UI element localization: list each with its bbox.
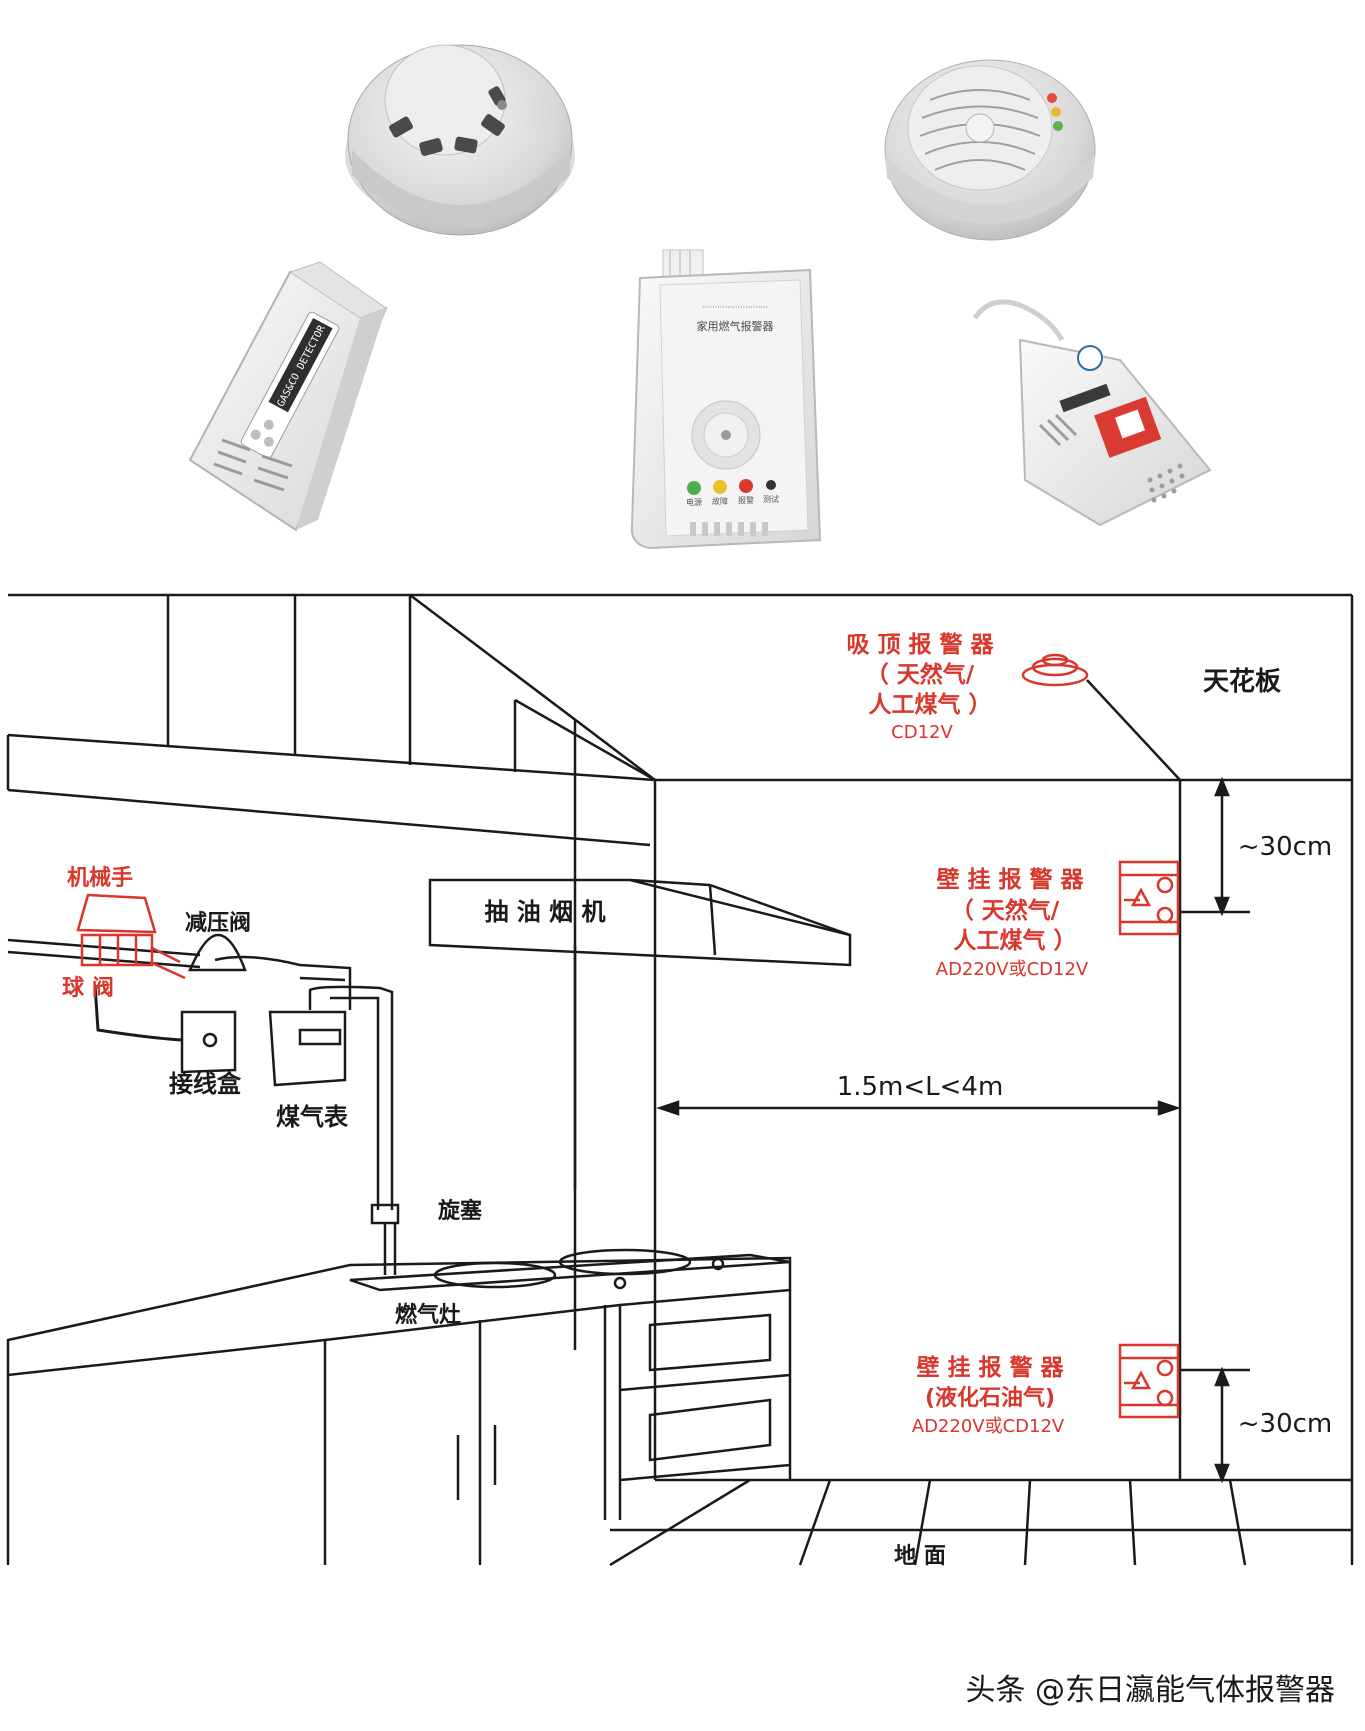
button-label-alarm: 报警 (738, 495, 754, 505)
gas-meter-label: 煤气表 (276, 1103, 349, 1131)
wall-alarm-lower-power: AD220V或CD12V (912, 1416, 1065, 1437)
round-smoke-detector-icon (345, 44, 575, 236)
ceiling-alarm-gas-line2: 人工煤气 ） (868, 691, 991, 718)
manipulator-label: 机械手 (67, 866, 133, 891)
ceiling-alarm-gas-line1: （ 天然气/ (866, 661, 975, 688)
svg-text:··························: ·························· (702, 303, 768, 312)
pressure-valve-label: 减压阀 (185, 910, 251, 936)
power-led-icon (687, 481, 701, 495)
ceiling-alarm-leader (1086, 679, 1181, 781)
wall-alarm-upper-gas-line2: 人工煤气 ） (953, 927, 1076, 954)
round-ceiling-gas-detector-icon (884, 59, 1096, 241)
wall-alarm-upper-power: AD220V或CD12V (936, 959, 1089, 980)
top-distance-label: ~30cm (1238, 832, 1333, 862)
gas-co-detector-plugin-icon: GAS&CO DETECTOR (188, 261, 388, 532)
ceiling-alarm-title: 吸 顶 报 警 器 (846, 632, 994, 658)
manipulator-icon (76, 893, 186, 980)
plug-valve-label: 旋塞 (438, 1198, 483, 1224)
wall-alarm-upper-icon (1118, 860, 1180, 936)
dimension-horizontal (656, 1100, 1181, 1116)
ball-valve-label: 球 阀 (62, 976, 114, 1001)
fault-led-icon (713, 480, 727, 494)
dimension-bottom (1180, 1366, 1250, 1484)
wall-alarm-upper-title: 壁 挂 报 警 器 (936, 866, 1084, 893)
wall-alarm-lower-title: 壁 挂 报 警 器 (916, 1354, 1064, 1381)
wall-alarm-lower-gas: (液化石油气) (925, 1385, 1055, 1411)
watermark-text: 头条 @东日瀛能气体报警器 (965, 1673, 1335, 1708)
button-label-fault: 故障 (712, 496, 728, 506)
button-label-test: 测试 (763, 494, 779, 504)
button-label-power: 电源 (686, 497, 702, 507)
gas-stove-label: 燃气灶 (395, 1302, 461, 1328)
test-button-icon[interactable] (766, 480, 776, 490)
dimension-top (1180, 776, 1250, 917)
ceiling-label: 天花板 (1203, 667, 1281, 697)
alarm-led-icon (739, 479, 753, 493)
ceiling-alarm-icon (1021, 653, 1089, 687)
junction-box-label: 接线盒 (169, 1070, 242, 1098)
wall-alarm-lower-icon (1118, 1343, 1180, 1419)
household-gas-alarm-title: 家用燃气报警器 (697, 319, 774, 333)
distance-range-label: 1.5m<L<4m (837, 1072, 1004, 1102)
ceiling-alarm-power: CD12V (891, 722, 953, 743)
kitchen-diagram (6, 593, 1354, 1567)
bottom-distance-label: ~30cm (1238, 1409, 1333, 1439)
floor-label: 地 面 (894, 1544, 946, 1569)
range-hood-label: 抽 油 烟 机 (484, 898, 605, 926)
wall-alarm-upper-gas-line1: （ 天然气/ (951, 897, 1060, 924)
corded-gas-detector-icon (972, 299, 1212, 527)
household-gas-alarm-icon: ·························· 家用燃气报警器 电源 故障… (630, 249, 822, 550)
